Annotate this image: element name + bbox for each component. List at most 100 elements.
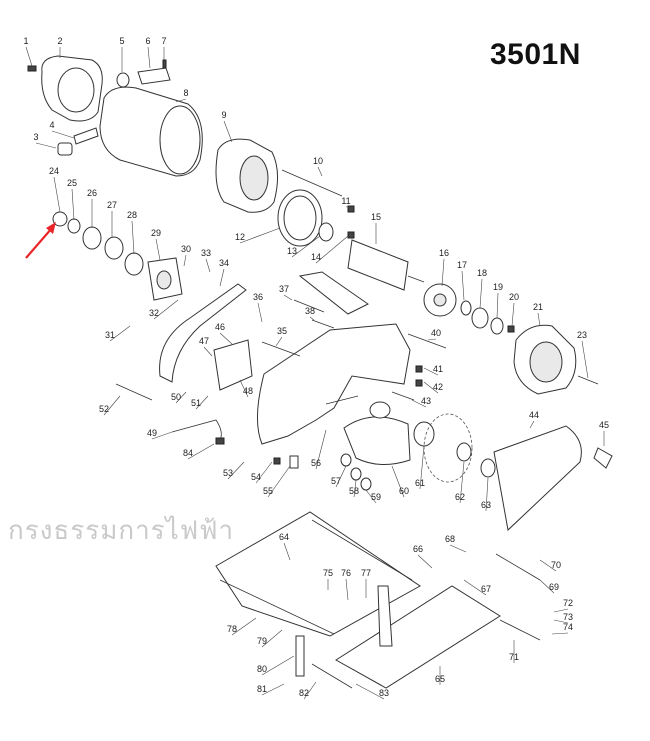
part-screw-7 xyxy=(162,59,167,69)
part-key-20 xyxy=(507,325,515,333)
part-rod-71 xyxy=(499,619,541,641)
leader-line-21 xyxy=(537,312,541,327)
leader-line-28 xyxy=(131,220,135,255)
part-fence-rod-b xyxy=(219,579,335,635)
leader-line-80 xyxy=(261,655,295,676)
part-label-32: 32 xyxy=(149,308,159,318)
part-label-76: 76 xyxy=(341,568,351,578)
part-label-36: 36 xyxy=(253,292,263,302)
part-label-38: 38 xyxy=(305,306,315,316)
part-label-28: 28 xyxy=(127,210,137,220)
leader-line-29 xyxy=(155,238,161,261)
leader-line-19 xyxy=(496,292,499,319)
leader-line-32 xyxy=(153,299,179,320)
leader-line-57 xyxy=(335,465,347,488)
part-label-40: 40 xyxy=(431,328,441,338)
part-shaft-35 xyxy=(261,341,301,357)
part-label-6 xyxy=(137,67,171,85)
part-bolt-52 xyxy=(115,383,153,401)
leader-line-38 xyxy=(309,316,315,321)
part-label-65: 65 xyxy=(435,674,445,684)
part-label-51: 51 xyxy=(191,398,201,408)
part-label-31: 31 xyxy=(105,330,115,340)
part-label-8: 8 xyxy=(183,88,188,98)
part-label-67: 67 xyxy=(481,584,491,594)
part-screw-54 xyxy=(273,457,281,465)
leader-line-73 xyxy=(553,619,569,624)
part-guard-34 xyxy=(159,283,247,383)
part-label-23: 23 xyxy=(577,330,587,340)
leader-line-76 xyxy=(345,578,349,601)
part-label-78: 78 xyxy=(227,624,237,634)
leader-line-84 xyxy=(187,443,215,460)
leader-line-12 xyxy=(239,227,281,244)
part-label-82: 82 xyxy=(299,688,309,698)
part-ring-19 xyxy=(490,317,504,335)
part-rear-cover-opening xyxy=(57,67,95,113)
part-label-19: 19 xyxy=(493,282,503,292)
highlight-arrow xyxy=(25,222,56,259)
part-plate-hole xyxy=(156,270,172,290)
part-base-post xyxy=(377,585,393,647)
leader-line-67 xyxy=(463,579,487,596)
model-number: 3501N xyxy=(490,38,581,71)
part-screw-40 xyxy=(407,333,447,349)
part-label-35: 35 xyxy=(277,326,287,336)
part-screw-1 xyxy=(27,65,37,72)
leader-line-6 xyxy=(147,46,151,69)
part-rod-37 xyxy=(293,299,325,313)
part-label-26: 26 xyxy=(87,188,97,198)
part-field-core xyxy=(239,155,269,201)
part-lower-guard-44 xyxy=(493,425,582,531)
leader-line-18 xyxy=(479,278,483,309)
leader-line-50 xyxy=(175,391,187,404)
part-label-11: 11 xyxy=(341,196,350,206)
leader-line-83 xyxy=(355,683,385,700)
part-label-16: 16 xyxy=(439,248,449,258)
highlight-arrow-head xyxy=(46,222,56,234)
leader-line-55 xyxy=(267,465,291,498)
part-bearing-13 xyxy=(318,222,334,242)
leader-line-69 xyxy=(539,579,555,594)
part-label-77: 77 xyxy=(361,568,371,578)
leader-line-54 xyxy=(255,461,273,484)
part-screw-42 xyxy=(415,379,423,387)
part-fence-rod-a xyxy=(311,519,413,581)
leader-line-35 xyxy=(275,336,283,347)
base-group xyxy=(215,511,541,689)
part-fence-64 xyxy=(215,511,421,637)
part-plate-48 xyxy=(213,339,253,391)
leader-line-49 xyxy=(151,431,173,440)
part-label-83: 83 xyxy=(379,688,389,698)
part-label-64: 64 xyxy=(279,532,289,542)
part-label-46: 46 xyxy=(215,322,225,332)
part-label-70: 70 xyxy=(551,560,561,570)
leader-line-34 xyxy=(219,268,225,287)
part-label-1: 1 xyxy=(23,36,28,46)
part-label-75: 75 xyxy=(323,568,333,578)
part-label-7: 7 xyxy=(161,36,166,46)
leader-line-60 xyxy=(391,465,405,498)
watermark-text: กรงธรรมการไฟฟ้า xyxy=(8,516,235,546)
leader-line-59 xyxy=(365,489,377,504)
part-flange-62 xyxy=(456,442,472,462)
part-label-6: 6 xyxy=(145,36,150,46)
leader-line-25 xyxy=(71,188,75,221)
part-ring-5 xyxy=(116,72,130,88)
motor-group xyxy=(27,55,599,395)
leader-line-72 xyxy=(553,608,569,613)
part-label-79: 79 xyxy=(257,636,267,646)
part-label-53: 53 xyxy=(223,468,233,478)
part-label-60: 60 xyxy=(399,486,409,496)
part-label-33: 33 xyxy=(201,248,211,258)
part-key-14 xyxy=(347,231,355,239)
part-label-15: 15 xyxy=(371,212,381,222)
part-label-80: 80 xyxy=(257,664,267,674)
part-screw-43 xyxy=(391,391,415,401)
leader-line-8 xyxy=(175,98,187,103)
part-label-41: 41 xyxy=(433,364,443,374)
part-label-34: 34 xyxy=(219,258,229,268)
leader-line-16 xyxy=(441,258,445,287)
leader-line-24 xyxy=(53,176,61,213)
